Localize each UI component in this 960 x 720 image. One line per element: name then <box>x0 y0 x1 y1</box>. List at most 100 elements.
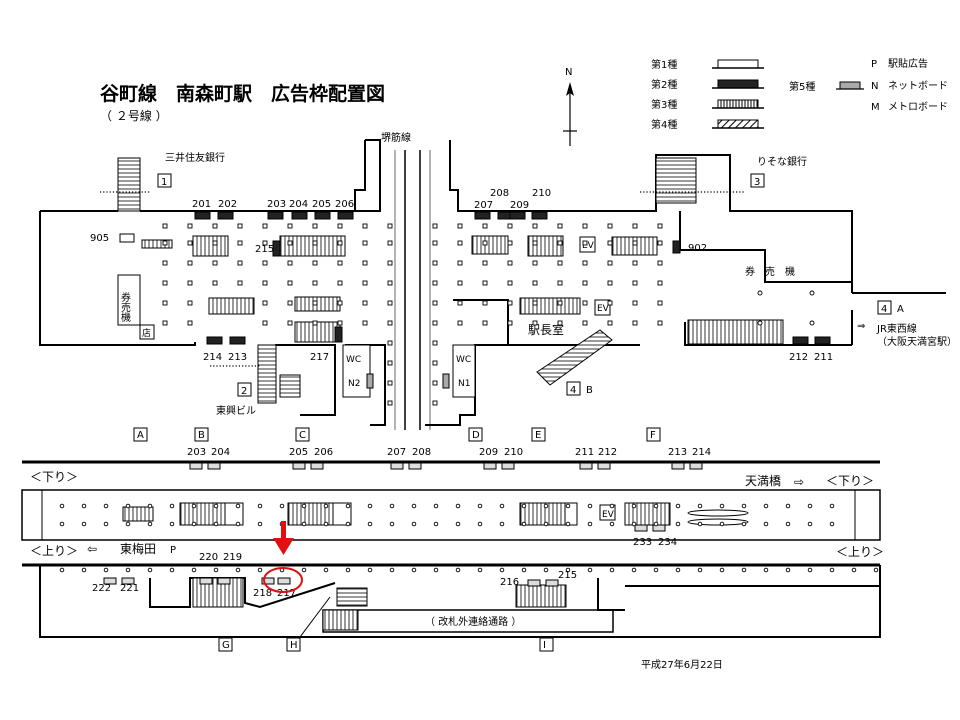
date-label: 平成27年6月22日 <box>641 658 723 671</box>
platform-label-217: 217 <box>277 588 296 599</box>
type2-swatch-icon <box>717 79 759 89</box>
svg-text:N: N <box>871 81 878 92</box>
platform-label-214: 214 <box>692 447 711 458</box>
page-subtitle: （ ２号線 ） <box>100 108 168 123</box>
jr-arrow-icon: ⇒ <box>857 321 865 332</box>
n2-label: N2 <box>348 379 360 389</box>
highlight-arrow-shaft <box>281 521 286 541</box>
station-office-wall <box>453 299 509 345</box>
legend-type4: 第4種 <box>651 118 677 131</box>
right-arrow-icon: ⇨ <box>794 475 804 489</box>
lower-concourse-wall <box>39 565 881 638</box>
up-label-right: ＜上り＞ <box>836 545 884 559</box>
ad-label-208: 208 <box>490 188 509 199</box>
platform-label-B: B <box>198 430 205 441</box>
svg-text:N: N <box>565 67 572 78</box>
tenmabashi-label: 天満橋 <box>745 474 781 488</box>
ticket-machine-right-label: 券 売 機 <box>745 265 795 278</box>
corridor-label: 堺筋線 <box>381 131 411 144</box>
platform-label-215: 215 <box>558 570 577 581</box>
platform-label-221: 221 <box>120 583 139 594</box>
passage-label: （ 改札外連絡通路 ） <box>425 615 521 628</box>
platform-label-220: 220 <box>199 552 218 563</box>
exit4b-stairs <box>536 329 613 386</box>
shop-label: 店 <box>142 327 151 339</box>
ad-label-204: 204 <box>289 199 308 210</box>
platform-label-205: 205 <box>289 447 308 458</box>
red-arrow-icon <box>273 538 294 555</box>
platform-label-209: 209 <box>479 447 498 458</box>
platform-ev-label: EV <box>602 510 615 520</box>
platform-label-234: 234 <box>658 537 677 548</box>
ad-label-207: 207 <box>474 200 493 211</box>
ev-box-2: EV <box>597 304 610 314</box>
higashiumeda-label: 東梅田 <box>120 541 156 556</box>
ad-label-211: 211 <box>814 352 833 363</box>
exit-2-label: 2 <box>241 386 247 397</box>
highlight-marker <box>263 521 303 593</box>
platform-label-A: A <box>137 430 144 441</box>
wc-right-label: WC <box>456 355 471 365</box>
n1-label: N1 <box>458 379 470 389</box>
legend-type3: 第3種 <box>651 98 677 111</box>
platform-label-G: G <box>222 640 230 651</box>
platform-label-208: 208 <box>412 447 431 458</box>
platform-label-210: 210 <box>504 447 523 458</box>
exit-4a-suffix: A <box>897 304 904 315</box>
down-label: ＜下り＞ <box>30 470 78 484</box>
platform-label-204: 204 <box>211 447 230 458</box>
ticket-machine-left <box>117 274 141 326</box>
wc-left-label: WC <box>346 355 361 365</box>
up-label-left: ＜上り＞ <box>30 544 78 558</box>
ad-label-210: 210 <box>532 188 551 199</box>
ad-label-209: 209 <box>510 200 529 211</box>
platform-label-E: E <box>535 430 541 441</box>
exit2-stairs <box>257 344 277 404</box>
down-label-right: ＜下り＞ <box>826 474 874 488</box>
platform-label-222: 222 <box>92 583 111 594</box>
concourse-level: 堺筋線 三井住友銀行 りそな銀行 券売機 店 券 売 機 東興ビル <box>39 131 957 430</box>
ad-label-902: 902 <box>688 243 707 254</box>
platform-label-213: 213 <box>668 447 687 458</box>
legend: 第1種 第2種 第3種 第4種 第5種 P 駅貼広告 N ネットボード M メト… <box>651 57 948 131</box>
platform-label-206: 206 <box>314 447 333 458</box>
svg-text:M: M <box>871 102 880 113</box>
shop-box <box>139 324 155 340</box>
p-marker: P <box>170 545 176 556</box>
exit3-stairs <box>655 157 697 204</box>
platform-label-C: C <box>299 430 306 441</box>
platform-label-216: 216 <box>500 577 519 588</box>
island-platform <box>21 489 881 541</box>
left-arrow-icon: ⇦ <box>87 542 97 556</box>
platform-label-212: 212 <box>598 447 617 458</box>
platform-label-H: H <box>290 640 298 651</box>
ad-label-201: 201 <box>192 199 211 210</box>
ad-label-205: 205 <box>312 199 331 210</box>
bank-left-label: 三井住友銀行 <box>165 151 225 164</box>
type3-swatch-icon <box>717 99 759 109</box>
exit-3-label: 3 <box>754 177 760 188</box>
ad-label-214: 214 <box>203 352 222 363</box>
concourse-wall-south-right <box>425 292 946 426</box>
ad-label-905: 905 <box>90 233 109 244</box>
platform-label-207: 207 <box>387 447 406 458</box>
exit-4b-suffix: B <box>586 385 593 396</box>
concourse-wall-south-left <box>39 211 336 416</box>
ad-label-213: 213 <box>228 352 247 363</box>
ad-label-215: 215 <box>255 244 274 255</box>
legend-type2: 第2種 <box>651 78 677 91</box>
ad-label-202: 202 <box>218 199 237 210</box>
highlight-circle <box>263 567 303 593</box>
type5-swatch-icon <box>839 81 861 90</box>
platform-label-233: 233 <box>633 537 652 548</box>
svg-text:ネットボード: ネットボード <box>888 80 948 92</box>
exit-4b-label: 4 <box>570 385 576 396</box>
svg-text:メトロボード: メトロボード <box>888 101 948 113</box>
ad-label-217: 217 <box>310 352 329 363</box>
ad-label-212: 212 <box>789 352 808 363</box>
exit1-stairs <box>117 157 141 212</box>
concourse-wall-north-left <box>40 139 381 212</box>
legend-type1: 第1種 <box>651 58 677 71</box>
platform-level: ＜下り＞ ＜上り＞ 天満橋 ⇨ ＜下り＞ ＜上り＞ ⇦ 東梅田 P EV （ 改… <box>21 427 884 671</box>
svg-text:駅貼広告: 駅貼広告 <box>888 57 928 70</box>
